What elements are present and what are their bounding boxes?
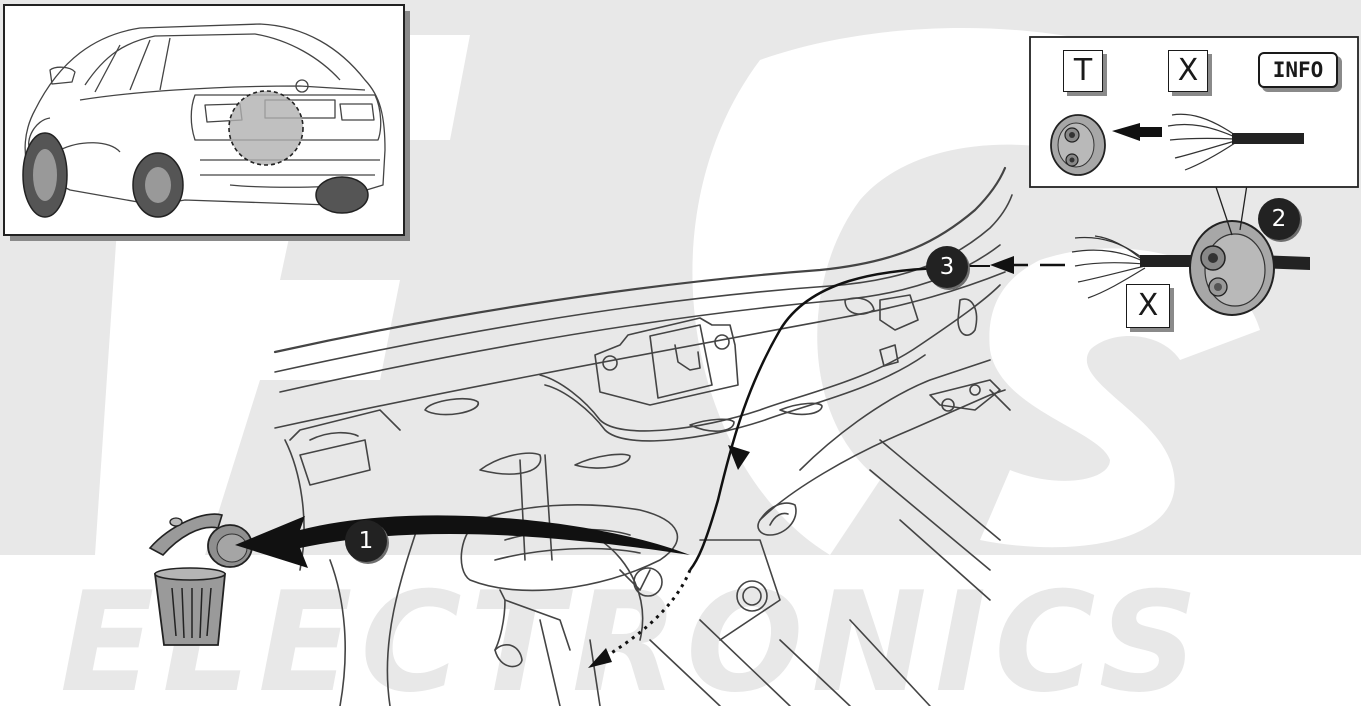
label-x-lower: X [1126,284,1170,328]
info-badge: INFO [1258,52,1338,88]
cable-route [588,266,943,668]
step-marker-2: 2 [1258,198,1300,240]
car-overview-inset [3,4,410,241]
trash-bin-icon [148,513,226,646]
step-marker-1: 1 [345,520,387,562]
label-t: T [1063,50,1103,92]
step-marker-3: 3 [926,246,968,288]
removed-plug [207,524,253,568]
watermark-text: ELECTRONICS [60,562,1206,706]
label-x-top: X [1168,50,1208,92]
